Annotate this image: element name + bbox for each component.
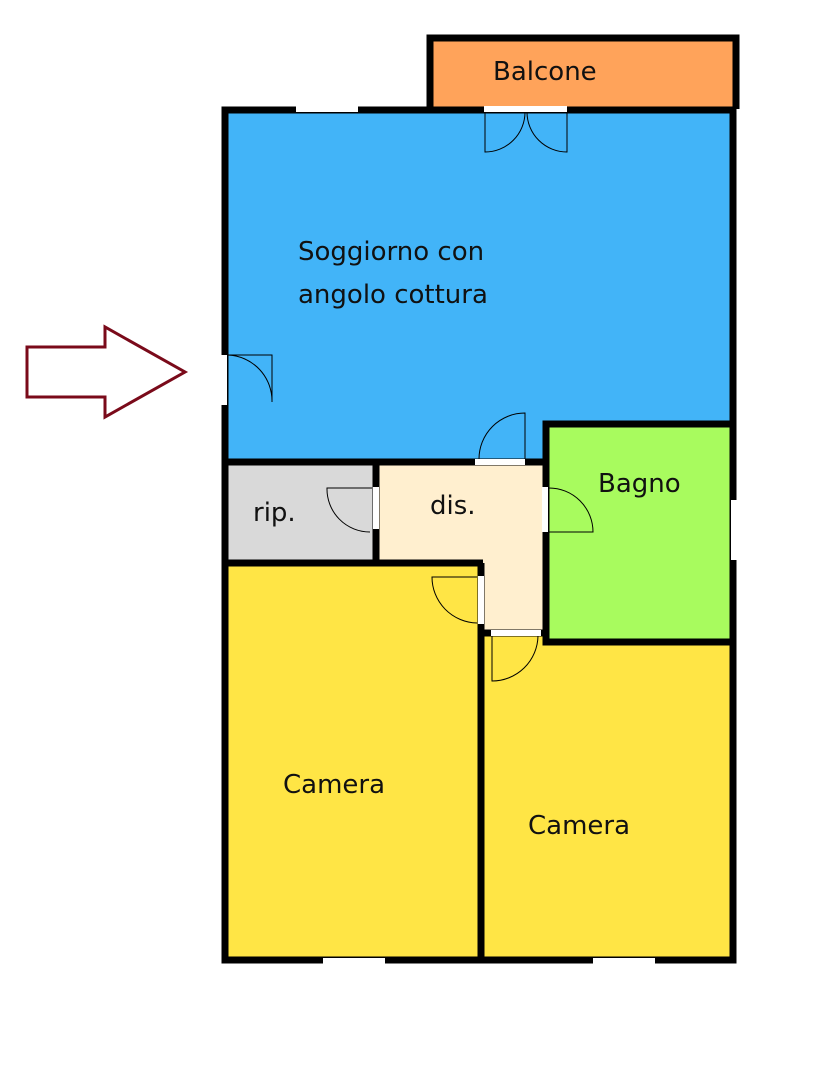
camera-right-door-icon <box>491 635 539 682</box>
window <box>323 958 385 964</box>
entrance-arrow-icon <box>25 324 189 420</box>
bagno-door-icon <box>548 487 594 533</box>
windows <box>296 106 737 964</box>
room-ripostiglio <box>222 462 376 562</box>
label-camera-left: Camera <box>283 770 385 800</box>
soggiorno-door-icon <box>478 412 526 460</box>
room-bagno <box>543 421 736 645</box>
room-camera-right <box>481 633 736 963</box>
label-soggiorno-1: Soggiorno con <box>298 237 484 267</box>
room-soggiorno <box>222 107 736 462</box>
room-camera-left <box>222 562 481 963</box>
window <box>731 500 737 560</box>
label-disimpegno: dis. <box>430 491 476 521</box>
label-balcone: Balcone <box>493 57 597 87</box>
label-bagno: Bagno <box>598 469 681 499</box>
room-disimpegno <box>376 462 545 633</box>
balcony-door-icon <box>484 111 568 153</box>
camera-left-door-icon <box>431 576 478 624</box>
entrance-door-icon <box>227 354 273 403</box>
label-ripostiglio: rip. <box>253 498 296 528</box>
label-soggiorno-2: angolo cottura <box>298 280 488 310</box>
room-balcone <box>430 35 736 109</box>
label-camera-right: Camera <box>528 811 630 841</box>
window <box>593 958 655 964</box>
door-swings <box>227 111 594 682</box>
rip-door-icon <box>326 487 372 533</box>
window <box>296 106 358 112</box>
door-openings <box>220 106 567 636</box>
